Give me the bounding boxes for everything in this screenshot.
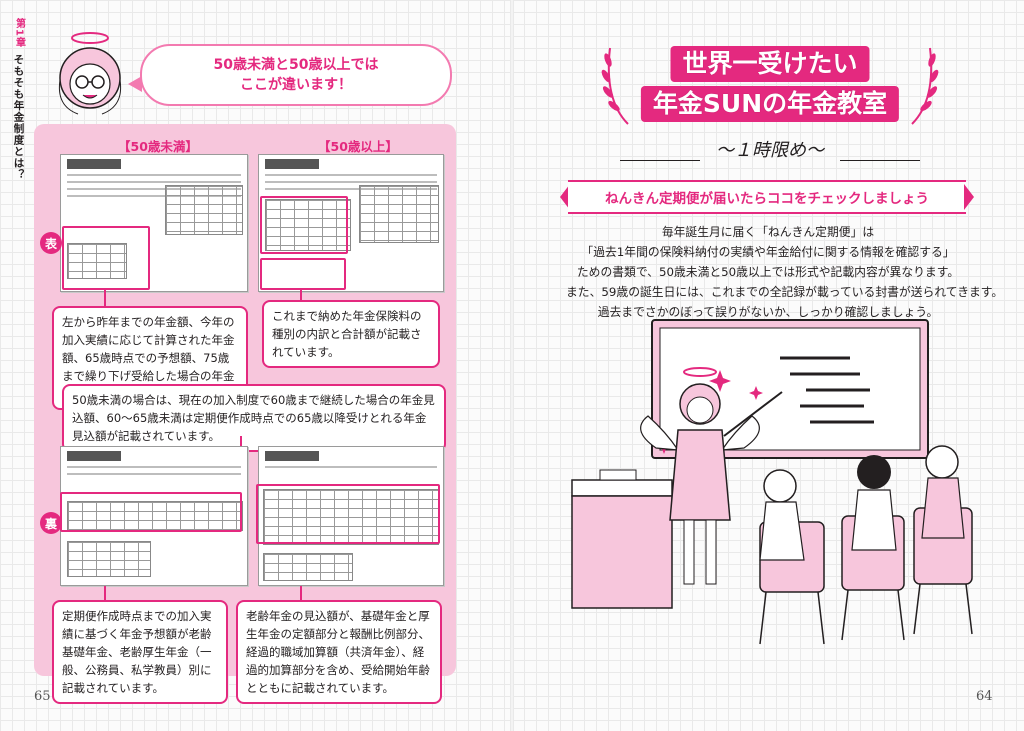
classroom-illustration: [571, 319, 973, 645]
highlight-front-under-50: [62, 226, 150, 290]
note-back-left: 定期便作成時点までの加入実績に基づく年金予想額が老齢基礎年金、老齢厚生年金（一般…: [52, 600, 228, 704]
intro-line-1: 毎年誕生月に届く「ねんきん定期便」は: [661, 225, 875, 239]
page-number-left: 65: [34, 689, 51, 704]
chapter-title: そもそも年金制度とは？: [12, 53, 25, 181]
connector-5: [300, 586, 302, 600]
intro-line-3: ための書類で、50歳未満と50歳以上では形式や記載内容が異なります。: [576, 265, 960, 279]
highlight-back-under-50: [60, 492, 242, 532]
intro-line-5: 過去までさかのぼって誤りがないか、しっかり確認しましょう。: [597, 305, 939, 319]
lesson-rule-left: [620, 160, 700, 161]
title-line-1: 世界一受けたい: [670, 46, 870, 82]
bubble-line-2: ここが違います！: [240, 77, 352, 93]
doc-front-under-50: [60, 154, 248, 292]
desk: [571, 479, 673, 497]
note-back-right: 老齢年金の見込額が、基礎年金と厚生年金の定額部分と報酬比例部分、経過的職域加算額…: [236, 600, 442, 704]
speech-bubble: 50歳未満と50歳以上では ここが違います！: [140, 44, 452, 106]
label-under-50: 【50歳未満】: [118, 139, 198, 154]
students-group: [759, 445, 973, 645]
highlight-front-over-50-b: [260, 258, 346, 290]
tag-back: 裏: [40, 512, 62, 534]
lesson-number: 〜１時限め〜: [716, 140, 824, 161]
page-number-right: 64: [976, 689, 993, 704]
teacher-figure: [640, 367, 783, 585]
doc-back-over-50: [258, 446, 444, 586]
section-banner: ねんきん定期便が届いたらココをチェックしましょう: [568, 180, 966, 214]
intro-line-4: また、59歳の誕生日には、これまでの全記録が載っている封書が送られてきます。: [566, 285, 1004, 299]
tag-front: 表: [40, 232, 62, 254]
highlight-front-over-50-a: [260, 196, 348, 254]
connector-3: [240, 436, 242, 448]
doc-back-under-50: [60, 446, 248, 586]
book-gutter: [510, 0, 514, 731]
angel-avatar-icon: [58, 32, 122, 115]
label-over-50: 【50歳以上】: [318, 139, 398, 154]
title-line-2: 年金SUNの年金教室: [640, 86, 900, 122]
lesson-rule-right: [840, 160, 920, 161]
doc-front-over-50: [258, 154, 444, 292]
note-front-right: これまで納めた年金保険料の種別の内訳と合計額が記載されています。: [262, 300, 440, 368]
chapter-tab: 第1章 そもそも年金制度とは？: [8, 18, 30, 180]
laurel-left-icon: [601, 47, 629, 125]
banner-end-left-icon: [560, 184, 570, 210]
lesson-title: 世界一受けたい 年金SUNの年金教室: [600, 40, 940, 128]
banner-end-right-icon: [964, 184, 974, 210]
connector-1: [104, 290, 106, 308]
laurel-right-icon: [911, 47, 939, 125]
highlight-back-over-50: [256, 484, 440, 544]
connector-4: [104, 586, 106, 600]
connector-2: [300, 290, 302, 302]
bubble-line-1: 50歳未満と50歳以上では: [213, 57, 379, 73]
note-middle: 50歳未満の場合は、現在の加入制度で60歳まで継続した場合の年金見込額、60～6…: [62, 384, 446, 452]
intro-text: 毎年誕生月に届く「ねんきん定期便」は 「過去1年間の保険料納付の実績や年金給付に…: [566, 222, 1004, 322]
bubble-tail: [128, 76, 142, 92]
intro-line-2: 「過去1年間の保険料納付の実績や年金給付に関する情報を確認する」: [581, 245, 955, 259]
chapter-label: 第1章: [13, 18, 25, 48]
